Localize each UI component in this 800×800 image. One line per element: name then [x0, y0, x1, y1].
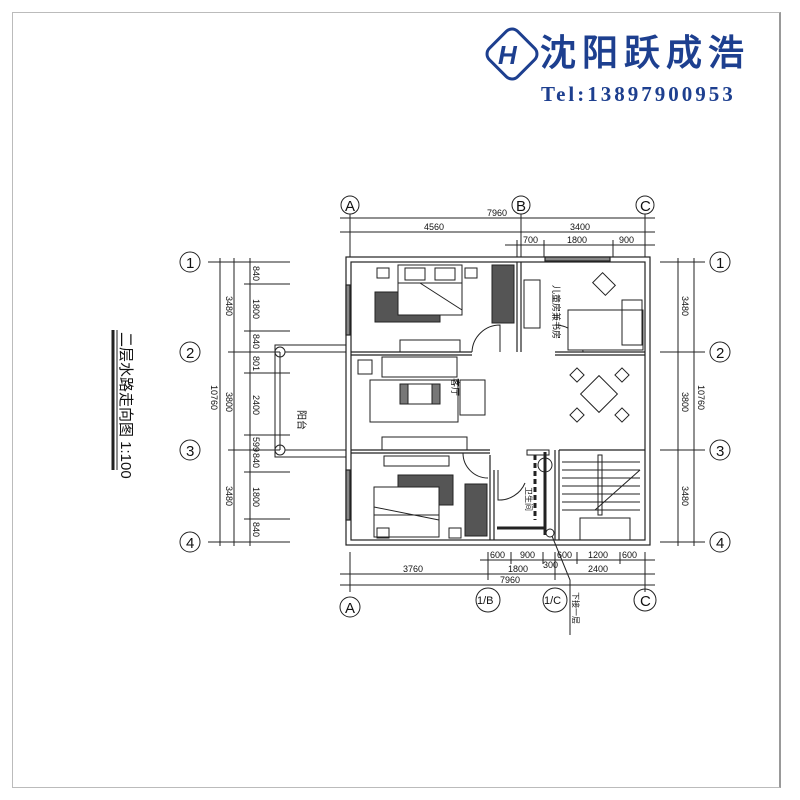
svg-text:3480: 3480 [680, 296, 690, 316]
phone-number: Tel:13897900953 [541, 82, 736, 106]
kids-room: 儿童房兼书房 [523, 271, 644, 351]
svg-text:10760: 10760 [696, 385, 706, 410]
bottom-dimensions: 600 900 600 1200 600 3760 1800 300 2400 … [340, 550, 655, 592]
svg-text:1: 1 [186, 255, 194, 272]
svg-text:1200: 1200 [588, 550, 608, 560]
svg-text:3800: 3800 [680, 392, 690, 412]
svg-text:下接一层: 下接一层 [571, 592, 581, 624]
svg-text:C: C [640, 593, 651, 610]
svg-text:客厅: 客厅 [450, 378, 461, 396]
left-axis-bubbles: 1 2 3 4 [179, 251, 201, 553]
svg-text:3760: 3760 [403, 564, 423, 574]
svg-text:1: 1 [716, 255, 724, 272]
svg-text:3800: 3800 [224, 392, 234, 412]
svg-text:4560: 4560 [424, 222, 444, 232]
svg-text:7960: 7960 [500, 575, 520, 585]
drawing-frame [12, 12, 781, 788]
svg-text:1800: 1800 [251, 299, 261, 319]
svg-text:1/C: 1/C [544, 595, 561, 607]
svg-text:3480: 3480 [680, 486, 690, 506]
svg-text:二层水路走向图 1:100: 二层水路走向图 1:100 [117, 332, 134, 479]
svg-text:599: 599 [251, 437, 261, 452]
svg-text:600: 600 [557, 550, 572, 560]
walls [345, 256, 651, 546]
svg-text:840: 840 [251, 522, 261, 537]
bottom-axis-bubbles: A 1/B 1/C C [339, 587, 657, 618]
svg-text:1800: 1800 [508, 564, 528, 574]
svg-text:3400: 3400 [570, 222, 590, 232]
svg-text:801: 801 [251, 356, 261, 371]
svg-text:300: 300 [543, 560, 558, 570]
svg-text:3: 3 [186, 443, 194, 460]
bedroom-bottom [373, 455, 488, 539]
svg-text:卫生间: 卫生间 [524, 487, 534, 511]
svg-text:2: 2 [186, 345, 194, 362]
svg-text:600: 600 [490, 550, 505, 560]
svg-text:2: 2 [716, 345, 724, 362]
svg-text:H: H [498, 40, 518, 70]
balcony: 阳台 [274, 344, 347, 458]
drawing-title: 二层水路走向图 1:100 [111, 330, 134, 479]
dining-table [569, 367, 630, 423]
company-name: 沈阳跃成浩 [540, 32, 751, 74]
svg-text:840: 840 [251, 266, 261, 281]
svg-text:1800: 1800 [567, 235, 587, 245]
svg-text:7960: 7960 [487, 208, 507, 218]
logo-diamond-icon: H [485, 27, 539, 81]
svg-text:阳台: 阳台 [295, 410, 308, 430]
svg-text:3480: 3480 [224, 296, 234, 316]
company-logo: H [485, 27, 539, 81]
doors [462, 324, 584, 501]
svg-text:A: A [345, 198, 355, 215]
bedroom-top [374, 264, 515, 353]
svg-text:900: 900 [520, 550, 535, 560]
svg-text:10760: 10760 [209, 385, 219, 410]
top-dimensions: 7960 4560 3400 700 1800 900 [340, 208, 655, 257]
stairs [562, 454, 641, 541]
svg-text:700: 700 [523, 235, 538, 245]
svg-text:1/B: 1/B [477, 595, 494, 607]
svg-text:B: B [516, 198, 526, 215]
svg-text:600: 600 [622, 550, 637, 560]
svg-text:C: C [640, 198, 651, 215]
svg-text:儿童房兼书房: 儿童房兼书房 [551, 285, 562, 339]
svg-text:840: 840 [251, 334, 261, 349]
right-dimensions: 3480 3800 3480 10760 [660, 258, 706, 546]
svg-text:4: 4 [186, 535, 194, 552]
svg-text:A: A [345, 600, 355, 617]
svg-text:840: 840 [251, 453, 261, 468]
svg-text:3480: 3480 [224, 486, 234, 506]
left-dimensions: 10760 3480 3800 3480 840 1800 840 801 24… [208, 258, 290, 546]
svg-text:1800: 1800 [251, 487, 261, 507]
svg-text:2400: 2400 [588, 564, 608, 574]
right-axis-bubbles: 1 2 3 4 [709, 251, 731, 553]
svg-text:4: 4 [716, 535, 724, 552]
bathroom: 卫生间 下接一层 [497, 449, 581, 635]
living-room: 客厅 [357, 356, 486, 451]
svg-text:2400: 2400 [251, 395, 261, 415]
svg-text:900: 900 [619, 235, 634, 245]
svg-text:3: 3 [716, 443, 724, 460]
